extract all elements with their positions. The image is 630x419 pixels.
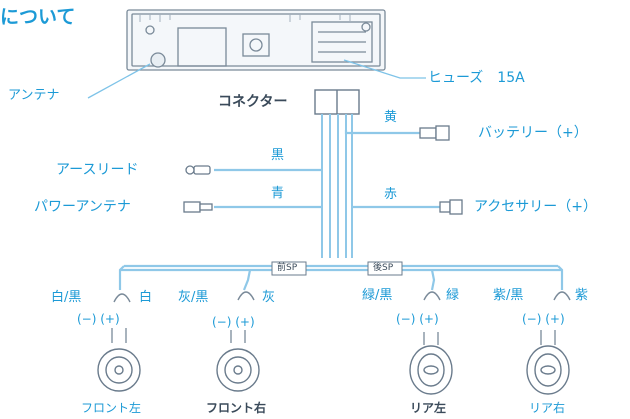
rear-sp-tag: 後SP bbox=[373, 263, 394, 273]
rear-right-polarity: (−) (+) bbox=[522, 312, 565, 326]
harness-bundle bbox=[321, 114, 353, 258]
ground-lead-label: アースリード bbox=[56, 162, 139, 178]
speaker-leads bbox=[111, 328, 556, 345]
front-left-positive-lead: 白 bbox=[139, 290, 153, 305]
accessory-label: アクセサリー（+） bbox=[474, 199, 598, 215]
front-right-leads: 灰/黒 bbox=[178, 290, 209, 305]
rear-left-name: リア左 bbox=[410, 401, 447, 415]
power-antenna-label: パワーアンテナ bbox=[34, 199, 131, 215]
front-sp-tag: 前SP bbox=[277, 263, 298, 273]
rear-left-positive-lead: 緑 bbox=[446, 288, 460, 303]
speaker-front-left bbox=[97, 348, 141, 392]
yellow-wire-label: 黄 bbox=[384, 110, 398, 125]
terminals bbox=[183, 125, 463, 215]
rear-right-leads: 紫/黒 bbox=[493, 288, 524, 303]
rear-right-name: リア右 bbox=[529, 401, 566, 415]
front-right-positive-lead: 灰 bbox=[262, 290, 276, 305]
front-sp-tag-box bbox=[271, 261, 307, 276]
speaker-front-right bbox=[216, 348, 260, 392]
black-wire-label: 黒 bbox=[271, 148, 285, 163]
connector bbox=[314, 89, 360, 115]
front-left-leads: 白/黒 bbox=[51, 290, 82, 305]
battery-label: バッテリー（+） bbox=[478, 125, 588, 141]
front-left-polarity: (−) (+) bbox=[77, 312, 120, 326]
blue-wire-label: 青 bbox=[271, 186, 285, 201]
front-left-name: フロント左 bbox=[81, 401, 142, 415]
branch-wires bbox=[214, 130, 440, 209]
fuse-label: ヒューズ 15A bbox=[428, 70, 525, 86]
rear-left-polarity: (−) (+) bbox=[396, 312, 439, 326]
lead-pairs bbox=[113, 291, 571, 303]
rear-sp-tag-box bbox=[367, 261, 403, 276]
rear-left-leads: 緑/黒 bbox=[362, 288, 393, 303]
antenna-label: アンテナ bbox=[8, 88, 60, 103]
head-unit bbox=[126, 9, 386, 71]
speaker-bus bbox=[118, 264, 564, 291]
rear-right-positive-lead: 紫 bbox=[575, 288, 589, 303]
page-title-fragment: について bbox=[0, 6, 76, 28]
speaker-rear-left bbox=[409, 345, 453, 395]
speaker-rear-right bbox=[526, 345, 570, 395]
leader-lines bbox=[87, 59, 426, 99]
red-wire-label: 赤 bbox=[384, 187, 398, 202]
front-right-polarity: (−) (+) bbox=[212, 315, 255, 329]
connector-label: コネクター bbox=[218, 94, 288, 110]
front-right-name: フロント右 bbox=[206, 401, 267, 415]
